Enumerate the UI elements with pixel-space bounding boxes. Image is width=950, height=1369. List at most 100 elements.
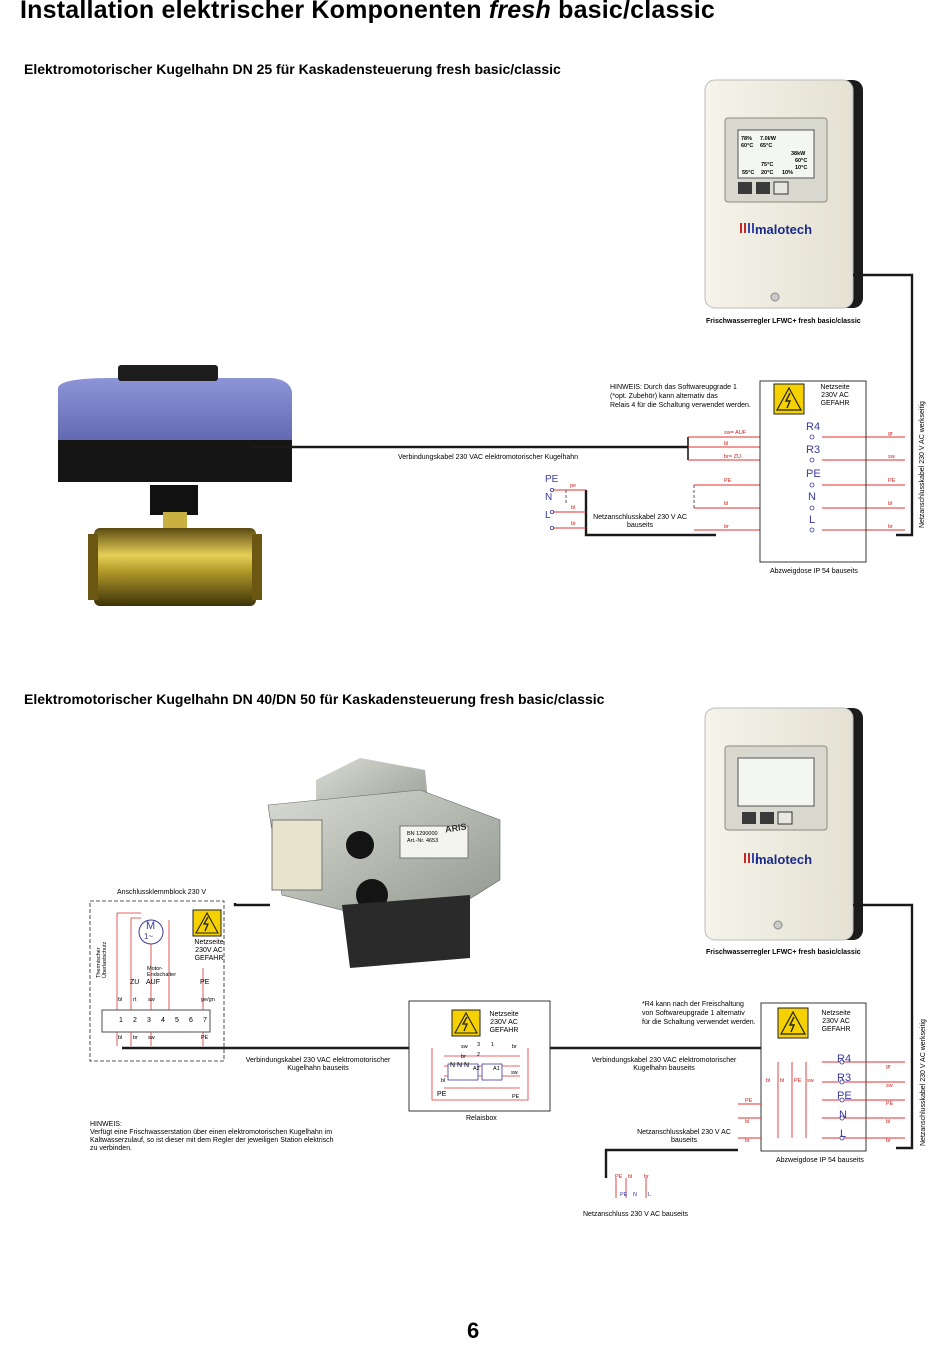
wire-label: bl [628,1174,633,1180]
wire-label: bl [724,501,729,507]
electric-actuator-dn40-dn50 [267,758,501,968]
relay-label: N [450,1062,456,1069]
malotech-logo-1 [740,223,754,233]
wire-label: bl [745,1119,750,1125]
controller-2 [704,707,863,941]
relay-label: sw [461,1044,468,1050]
r4-note-line: *R4 kann nach der Freischaltung [642,1001,744,1008]
screen-1-value: 60°C [795,158,808,164]
supply-cable-label-2: Netzanschlusskabel 230 V AC bauseits [637,1129,731,1144]
auf-label: AUF [146,979,160,986]
hint-2-line: Kaltwasserzulauf, so ist dieser mit dem … [90,1137,334,1144]
wire-label: br= ZU [724,454,741,460]
wire-label: bl [886,1119,891,1125]
relay-label: A1 [493,1066,500,1072]
wire-label: br [644,1174,649,1180]
terminal-label: PE [545,474,559,485]
screen-1-value: 10% [782,170,794,176]
terminal-number: 5 [175,1017,179,1024]
brand-logo-text-2: malotech [755,852,813,867]
terminal-number: 4 [161,1017,165,1024]
wire-label: gr [888,431,893,437]
terminal-number: 7 [203,1017,207,1024]
connection-cable-label: Verbindungskabel 230 VAC elektromotorisc… [398,454,579,461]
hint-line: (*opt. Zubehör) kann alternativ das [610,393,718,400]
factory-cable-label-2: Netzanschlusskabel 230 V AC werkseitig [920,1019,927,1146]
terminal-label: R4 [837,1053,852,1065]
relay-label: PE [512,1094,520,1100]
relay-label: 3 [477,1042,481,1048]
relay-label: br [512,1044,517,1050]
screen-1-value: 20°C [761,170,774,176]
zu-label: ZU [130,979,140,986]
wire-label: PE [201,1035,209,1041]
wire-label: ge/gn [201,997,215,1003]
warning-icon-3 [451,1009,481,1037]
screen-1-value: 10°C [795,165,808,171]
wire-label: bl [571,505,576,511]
wire-label: bl [888,501,893,507]
wire-label: br [133,1035,138,1041]
relay-box-label: Relaisbox [466,1115,497,1122]
wire-label: br [888,524,893,530]
wire-label: bl [118,1035,123,1041]
wire-label: bl [780,1078,785,1084]
mains-side-label-4: Netzseite 230V AC GEFAHR [821,1010,851,1033]
screen-1-value: 38kW [791,151,806,157]
section2-heading: Elektromotorischer Kugelhahn DN 40/DN 50… [24,691,605,707]
warning-icon-4 [777,1007,809,1039]
page-title: Installation elektrischer Komponenten fr… [20,0,715,24]
wire-label: PE [615,1174,623,1180]
wire-label: sw [148,997,155,1003]
wire-label: PE [620,1192,628,1198]
wire-label: bl [118,997,123,1003]
motor-sub: 1~ [144,932,154,941]
screen-1-value: 55°C [742,170,755,176]
wire-label: bl [724,441,729,447]
wire-label: gr [886,1064,891,1070]
hint-2-line: Verfügt eine Frischwasserstation über ei… [90,1129,333,1136]
hint-2-line: zu verbinden. [90,1145,133,1152]
wire-label: PE [724,478,732,484]
terminal-label: N [545,492,553,503]
connection-cable-label-right: Verbindungskabel 230 VAC elektromotorisc… [591,1057,737,1072]
terminal-label: L [545,510,551,521]
terminal-label: R4 [806,421,821,433]
wire-label: PE [794,1078,802,1084]
terminal-label: R3 [837,1072,852,1084]
wire-label: br [571,521,576,527]
terminal-label: N [808,491,816,503]
supply-cable-label-1: Netzanschlusskabel 230 V AC bauseits [593,514,687,529]
thermal-protection-label: Thermischer Überlastschutz [96,941,108,978]
relay-label: br [461,1054,466,1060]
actuator-plate-line: Art.-Nr. 4653 [407,838,439,844]
screen-1-value: 78% [741,136,753,142]
screen-1-value: 75°C [761,162,774,168]
section1-heading: Elektromotorischer Kugelhahn DN 25 für K… [24,61,561,77]
wire-label: PE [745,1098,753,1104]
actuator-plate-line: BN 1290000 [407,831,438,837]
terminal-number: 3 [147,1017,151,1024]
relay-label: 2 [477,1052,481,1058]
relay-label: N [464,1062,470,1069]
hint-line: Relais 4 für die Schaltung verwendet wer… [610,402,751,409]
terminal-label: N [839,1109,847,1121]
wire-label: pe [570,483,577,489]
terminal-number: 6 [189,1017,193,1024]
screen-1-value: 65°C [760,143,773,149]
page-number: 6 [467,1318,480,1343]
wire-label: sw= AUF [724,430,747,436]
relay-label: N [457,1062,463,1069]
relay-label: A2 [473,1066,480,1072]
terminal-number: 1 [119,1017,123,1024]
pe-label: PE [200,979,210,986]
wire-label: sw [888,454,895,460]
r4-note-line: von Softwareupgrade 1 alternativ [642,1010,745,1017]
controller-caption-1: Frischwasserregler LFWC+ fresh basic/cla… [706,318,861,325]
terminal-label: R3 [806,444,821,456]
wire-label: L [648,1192,652,1198]
terminal-label: PE [806,468,821,480]
screen-1-value: 7.0l/W [760,136,776,142]
ball-valve-dn25 [58,365,292,606]
